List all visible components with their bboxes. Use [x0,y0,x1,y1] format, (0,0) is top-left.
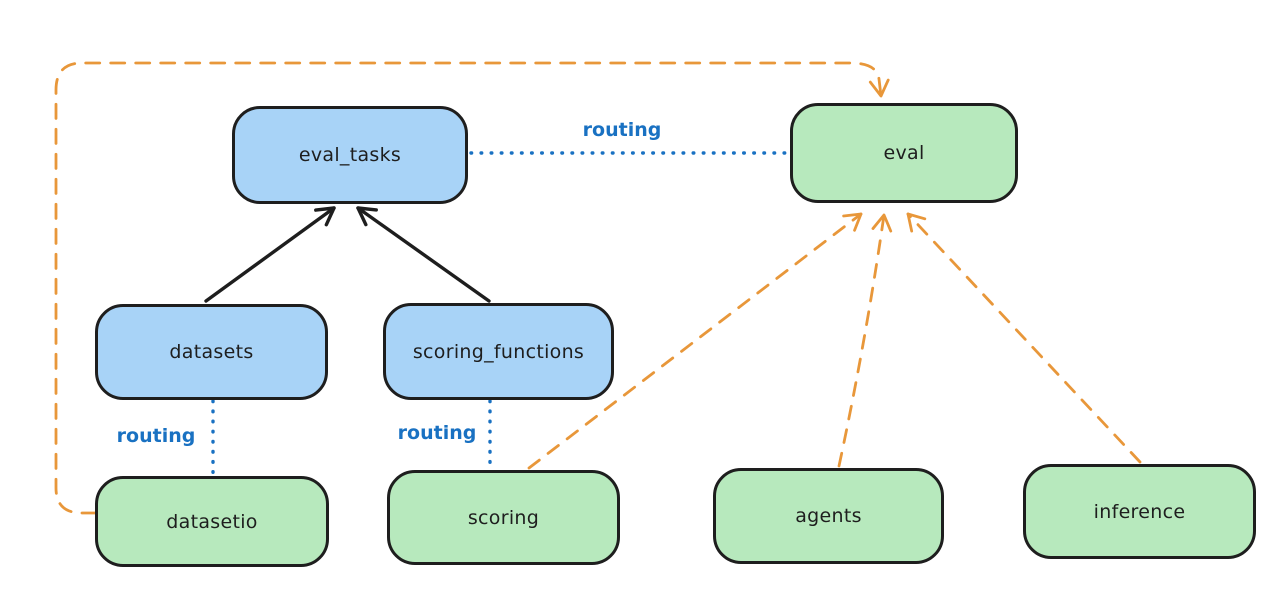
node-datasets: datasets [95,304,328,400]
node-agents: agents [713,468,944,564]
edge-label-routing-eval-tasks-eval: routing [578,119,666,141]
node-scoring-label: scoring [467,506,540,529]
node-datasetio-label: datasetio [166,510,258,533]
node-agents-label: agents [795,505,862,527]
edge-scoring-to-eval [527,212,863,470]
edge-label-routing-scoring-functions-scoring: routing [393,422,481,444]
node-eval: eval [790,103,1018,203]
edge-label-routing-datasets-datasetio: routing [112,425,200,447]
node-inference-label: inference [1093,500,1186,523]
edge-agents-to-eval [837,213,893,468]
node-inference: inference [1023,464,1256,559]
node-scoring-functions-label: scoring_functions [412,340,585,363]
node-datasetio: datasetio [95,476,329,567]
edge-inference-to-eval [906,212,1142,464]
edge-datasetio-to-eval [54,61,890,515]
edge-scoring-functions-to-eval-tasks [356,206,491,303]
node-scoring-functions: scoring_functions [383,303,614,400]
node-eval-tasks: eval_tasks [232,106,468,204]
node-eval-label: eval [883,142,925,164]
node-datasets-label: datasets [169,341,254,363]
node-eval-tasks-label: eval_tasks [298,144,402,166]
node-scoring: scoring [387,470,620,565]
edge-datasets-to-eval-tasks [204,206,336,303]
